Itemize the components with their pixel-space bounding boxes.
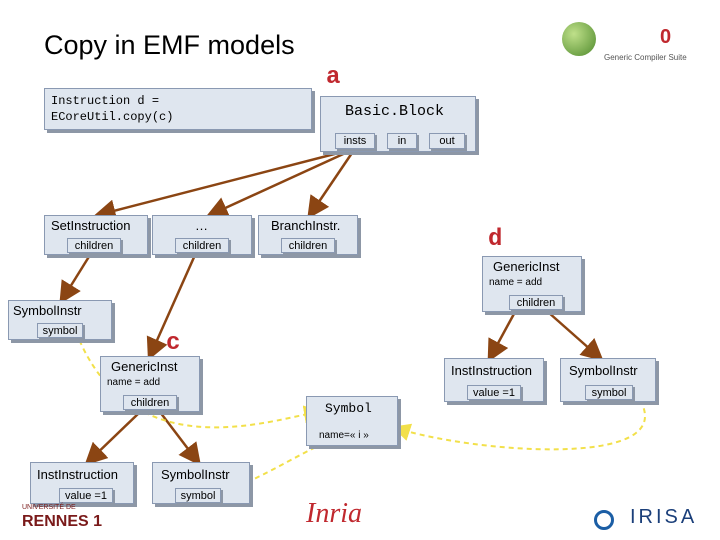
irisa-swirl-icon — [594, 510, 614, 530]
irisa-logo: IRISA — [594, 506, 716, 536]
rennes-text: RENNES 1 — [22, 513, 103, 530]
generic-c-children: children — [123, 395, 177, 410]
ellipsis-box: … children — [152, 215, 252, 255]
symbol-c-title: SymbolInstr — [161, 467, 230, 482]
rennes-logo: UNIVERSITÉ DE RENNES 1 — [2, 504, 112, 538]
globe-icon — [562, 22, 596, 56]
inst-c-box: InstInstruction value =1 — [30, 462, 134, 504]
symbol-d-title: SymbolInstr — [569, 363, 638, 378]
slot-in: in — [387, 133, 417, 149]
gcs-caption: Generic Compiler Suite — [604, 53, 687, 62]
arrow-c-inst — [84, 411, 141, 466]
symbol-title: Symbol — [325, 401, 372, 416]
gcs-mark: 0 — [660, 26, 672, 48]
inst-d-value: value =1 — [467, 385, 521, 400]
slot-insts: insts — [335, 133, 375, 149]
arrow-c-symbol — [159, 411, 202, 466]
arrow-set-symbolinstr — [59, 254, 92, 305]
label-d: d — [488, 226, 503, 253]
branchinstr-children: children — [281, 238, 335, 253]
slot-out: out — [429, 133, 465, 149]
rennes-top-text: UNIVERSITÉ DE — [22, 504, 76, 511]
arrow-d-inst — [487, 311, 517, 363]
arrow-insts-setinstruction — [93, 148, 351, 222]
setinstruction-title: SetInstruction — [51, 218, 131, 233]
branchinstr-box: BranchInstr. children — [258, 215, 358, 255]
setinstruction-box: SetInstruction children — [44, 215, 148, 255]
symbol-d-symbol: symbol — [585, 385, 633, 400]
symbolinstr-left-symbol: symbol — [37, 323, 83, 338]
ref-d-symbol — [392, 399, 646, 451]
generic-d-box: GenericInst name = add children — [482, 256, 582, 312]
generic-d-children: children — [509, 295, 563, 310]
page-title: Copy in EMF models — [44, 30, 295, 60]
ref-left-symbol — [75, 331, 322, 429]
arrow-insts-branch — [307, 149, 356, 220]
irisa-text: IRISA — [630, 506, 698, 528]
generic-d-title: GenericInst — [493, 259, 560, 274]
inria-logo: Inria — [306, 498, 362, 529]
symbolinstr-left-box: SymbolInstr symbol — [8, 300, 112, 340]
arrow-insts-ellipsis — [205, 148, 353, 218]
generic-c-box: GenericInst name = add children — [100, 356, 200, 412]
generic-c-title: GenericInst — [111, 359, 178, 374]
generic-d-attr: name = add — [489, 277, 543, 288]
symbol-c-box: SymbolInstr symbol — [152, 462, 250, 504]
symbol-c-symbol: symbol — [175, 488, 221, 503]
arrow-ellipsis-genericc — [146, 254, 197, 361]
inst-d-title: InstInstruction — [451, 363, 532, 378]
ellipsis-title: … — [195, 218, 208, 233]
basic-block: Basic.Block insts in out — [320, 96, 476, 152]
symbolinstr-left-title: SymbolInstr — [13, 303, 82, 318]
symbol-box: Symbol name=« i » — [306, 396, 398, 446]
ellipsis-children: children — [175, 238, 229, 253]
code-box: Instruction d = ECoreUtil.copy(c) — [44, 88, 312, 130]
arrow-d-symbol — [547, 311, 604, 362]
label-c: c — [166, 330, 181, 357]
inst-c-value: value =1 — [59, 488, 113, 503]
code-line-2: ECoreUtil.copy(c) — [51, 110, 174, 124]
label-a: a — [326, 64, 341, 91]
setinstruction-children: children — [67, 238, 121, 253]
symbol-attr: name=« i » — [319, 430, 369, 441]
gcs-logo: 0 Generic Compiler Suite — [556, 20, 696, 72]
symbol-d-box: SymbolInstr symbol — [560, 358, 656, 402]
branchinstr-title: BranchInstr. — [271, 218, 341, 233]
generic-c-attr: name = add — [107, 377, 161, 388]
inst-d-box: InstInstruction value =1 — [444, 358, 544, 402]
inst-c-title: InstInstruction — [37, 467, 118, 482]
code-line-1: Instruction d = — [51, 94, 160, 108]
basic-block-title: Basic.Block — [345, 103, 445, 120]
